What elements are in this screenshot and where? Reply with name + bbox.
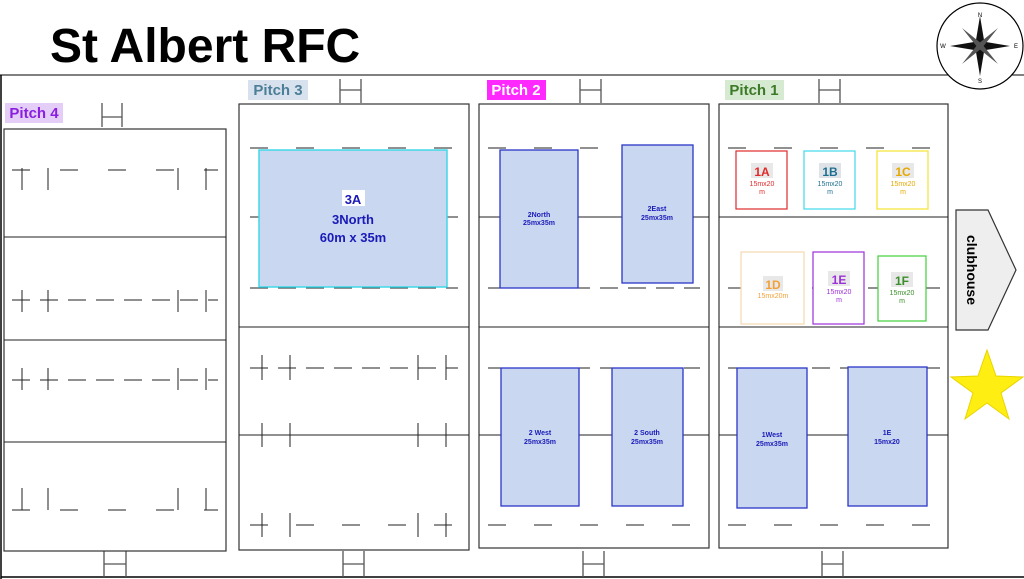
field-1B-size: 15mx20 [818,181,843,188]
compass-w: W [940,44,946,50]
pitch-3-tag: Pitch 3 [248,80,308,100]
compass-s: S [978,79,982,85]
goal-post-p2-bottom [582,551,605,577]
pitch-1-tag-bg [725,80,784,100]
field-1D-size: 15mx20m [758,293,789,300]
field-2North-size: 25mx35m [523,220,555,227]
goal-post-p4-bottom [103,551,127,577]
field-1E-size: 15mx20 [827,289,852,296]
field-1West-name: 1West [762,432,783,439]
field-1F-name: 1F [895,274,909,288]
pitch-4-tag: Pitch 4 [5,103,63,123]
field-2East-size: 25mx35m [641,215,673,222]
pitch-2-label: Pitch 2 [491,82,540,99]
field-1B[interactable]: 1B 15mx20 m [803,150,856,210]
field-1West[interactable]: 1West 25mx35m [736,367,808,509]
field-1E[interactable]: 1E 15mx20 m [812,251,865,325]
field-1B-name: 1B [822,165,838,179]
field-3A-size: 60m x 35m [320,230,387,245]
pitch-1-label: Pitch 1 [729,82,778,99]
field-1A-size: 15mx20 [750,181,775,188]
page-title: St Albert RFC [50,20,360,73]
field-2West[interactable]: 2 West 25mx35m [500,367,580,507]
field-1B-unit: m [827,189,833,196]
field-2South-name: 2 South [634,430,660,437]
pitch-3-tag-bg [248,80,308,100]
goal-posts [101,79,844,577]
field-2West-name: 2 West [529,430,552,437]
field-1D[interactable]: 1D 15mx20m [740,251,805,325]
pitch-2 [478,103,710,549]
field-1E-unit: m [836,297,842,304]
field-1C-name: 1C [895,165,911,179]
pitch-3-label: Pitch 3 [253,82,302,99]
field-2North[interactable]: 2North 25mx35m [499,149,579,289]
field-1C-size: 15mx20 [891,181,916,188]
field-1West-size: 25mx35m [756,441,788,448]
pitch-4-label: Pitch 4 [9,105,59,122]
field-3A-sub: 3North [332,212,374,227]
goal-post-p3-top [339,79,362,103]
field-2North-name: 2North [528,212,551,219]
field-1C-unit: m [900,189,906,196]
field-1A-name: 1A [754,165,770,179]
goal-post-p1-top [818,79,841,103]
compass-icon: N S E W [936,2,1024,90]
pitch-4-tag-bg [5,103,63,123]
pitch-2-tag: Pitch 2 [487,80,546,100]
field-2South-size: 25mx35m [631,439,663,446]
field-2West-size: 25mx35m [524,439,556,446]
field-1F-unit: m [899,298,905,305]
field-1F-size: 15mx20 [890,290,915,297]
star-icon [949,348,1024,421]
goal-post-p3-bottom [342,551,365,577]
field-1East[interactable]: 1E 15mx20 [847,366,928,507]
pitch-1 [718,103,949,549]
field-1C[interactable]: 1C 15mx20 m [876,150,929,210]
field-1East-name: 1E [883,430,892,437]
field-2East[interactable]: 2East 25mx35m [621,144,694,284]
field-1A-unit: m [759,189,765,196]
compass-n: N [978,13,982,19]
clubhouse-marker[interactable]: clubhouse [955,209,1017,331]
pitch-1-tag: Pitch 1 [725,80,784,100]
field-2East-name: 2East [648,206,667,213]
field-2South[interactable]: 2 South 25mx35m [611,367,684,507]
field-3A-name: 3A [345,192,362,207]
goal-post-p2-top [579,79,602,103]
field-1E-name: 1E [832,273,847,287]
clubhouse-label: clubhouse [964,235,980,305]
field-1A[interactable]: 1A 15mx20 m [735,150,788,210]
goal-post-p1-bottom [821,551,844,577]
compass-e: E [1014,44,1018,50]
pitch-2-tag-bg [487,80,546,100]
field-1F[interactable]: 1F 15mx20 m [877,255,927,322]
field-1East-size: 15mx20 [874,439,900,446]
field-1D-name: 1D [765,278,781,292]
goal-post-p4-top [101,103,123,127]
field-3A[interactable]: 3A 3North 60m x 35m [258,149,448,288]
